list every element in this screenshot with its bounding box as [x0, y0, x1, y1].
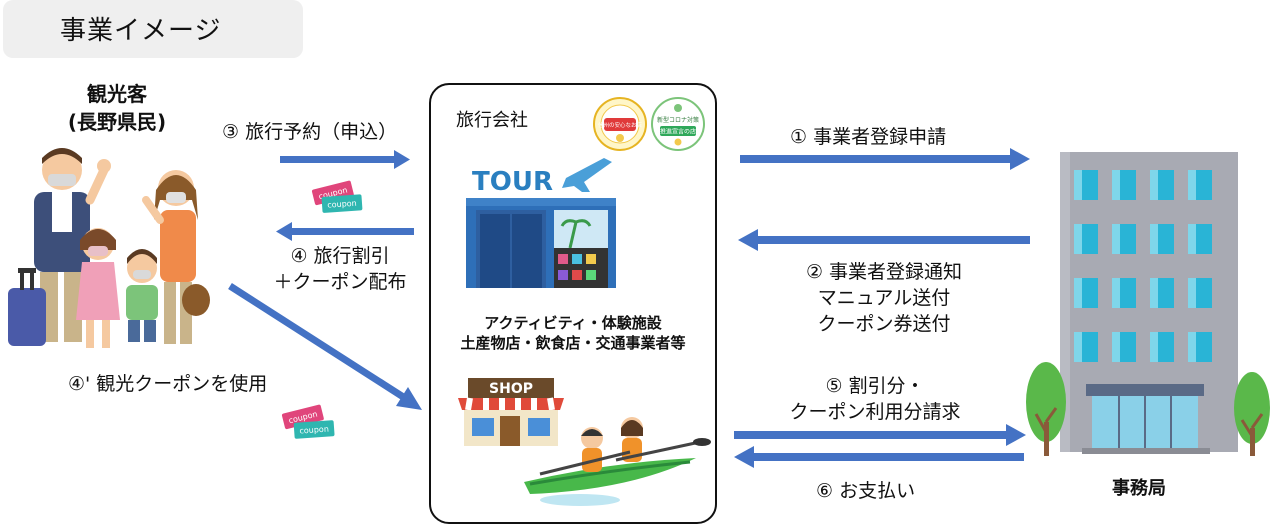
step5-label-line2: クーポン利用分請求: [789, 401, 961, 423]
partners-line2: 土産物店・飲食店・交通事業者等: [460, 334, 686, 352]
coupon-icon-lower: coupon coupon: [281, 404, 335, 439]
step4b-label: ④' 観光クーポンを使用: [68, 373, 268, 395]
family-illustration: [8, 148, 210, 348]
coupon-icon: coupon coupon: [311, 180, 363, 213]
tour-sign: TOUR: [472, 167, 553, 197]
svg-text:coupon: coupon: [299, 424, 329, 435]
step2-label-line2: マニュアル送付: [817, 287, 951, 309]
step4-label: ④ 旅行割引 ＋クーポン配布: [245, 243, 435, 295]
step3-arrow: [280, 150, 410, 169]
step2-label-line3: クーポン券送付: [817, 313, 951, 335]
travel-agency-box: [429, 83, 717, 524]
step1-arrow: [740, 148, 1030, 170]
tour-shop-illustration: TOUR: [466, 158, 616, 288]
step5-arrow: [734, 424, 1026, 446]
office-building-illustration: [1026, 152, 1270, 456]
coupon-use-arrow: [228, 283, 422, 410]
safe-shop-badge: 信州の安心なお店: [593, 97, 647, 151]
tourist-label-line1: 観光客: [87, 82, 147, 106]
kayak-illustration: [524, 417, 711, 506]
step2-label-line1: ② 事業者登録通知: [805, 261, 963, 283]
step5-label: ⑤ 割引分・ クーポン利用分請求: [740, 373, 1010, 425]
tourist-label: 観光客 (長野県民): [52, 80, 182, 136]
partners-line1: アクティビティ・体験施設: [484, 314, 662, 332]
svg-text:新型コロナ対策: 新型コロナ対策: [657, 116, 699, 124]
travel-agency-label: 旅行会社: [456, 110, 528, 131]
office-label: 事務局: [1112, 478, 1166, 499]
step2-arrow: [738, 229, 1030, 251]
tourist-label-line2: (長野県民): [67, 110, 167, 134]
svg-text:coupon: coupon: [327, 199, 357, 210]
step4-arrow: [276, 222, 414, 241]
page-title: 事業イメージ: [60, 16, 222, 46]
title-banner: [3, 0, 303, 58]
step4-label-line1: ④ 旅行割引: [290, 245, 390, 267]
step2-label: ② 事業者登録通知 マニュアル送付 クーポン券送付: [760, 259, 1008, 337]
step6-label: ⑥ お支払い: [816, 480, 916, 502]
step6-arrow: [734, 446, 1024, 468]
step3-label: ③ 旅行予約（申込）: [222, 121, 398, 143]
step1-label: ① 事業者登録申請: [790, 126, 947, 148]
step5-label-line1: ⑤ 割引分・: [825, 375, 925, 397]
partners-label: アクティビティ・体験施設 土産物店・飲食店・交通事業者等: [432, 313, 714, 353]
covid-measures-badge: 新型コロナ対策 推進宣言の店: [651, 97, 705, 151]
step4-label-line2: ＋クーポン配布: [273, 271, 407, 293]
svg-text:推進宣言の店: 推進宣言の店: [660, 128, 696, 136]
shop-sign: SHOP: [489, 381, 533, 397]
svg-text:信州の安心なお店: 信州の安心なお店: [598, 121, 643, 129]
shop-illustration: SHOP: [458, 378, 564, 446]
